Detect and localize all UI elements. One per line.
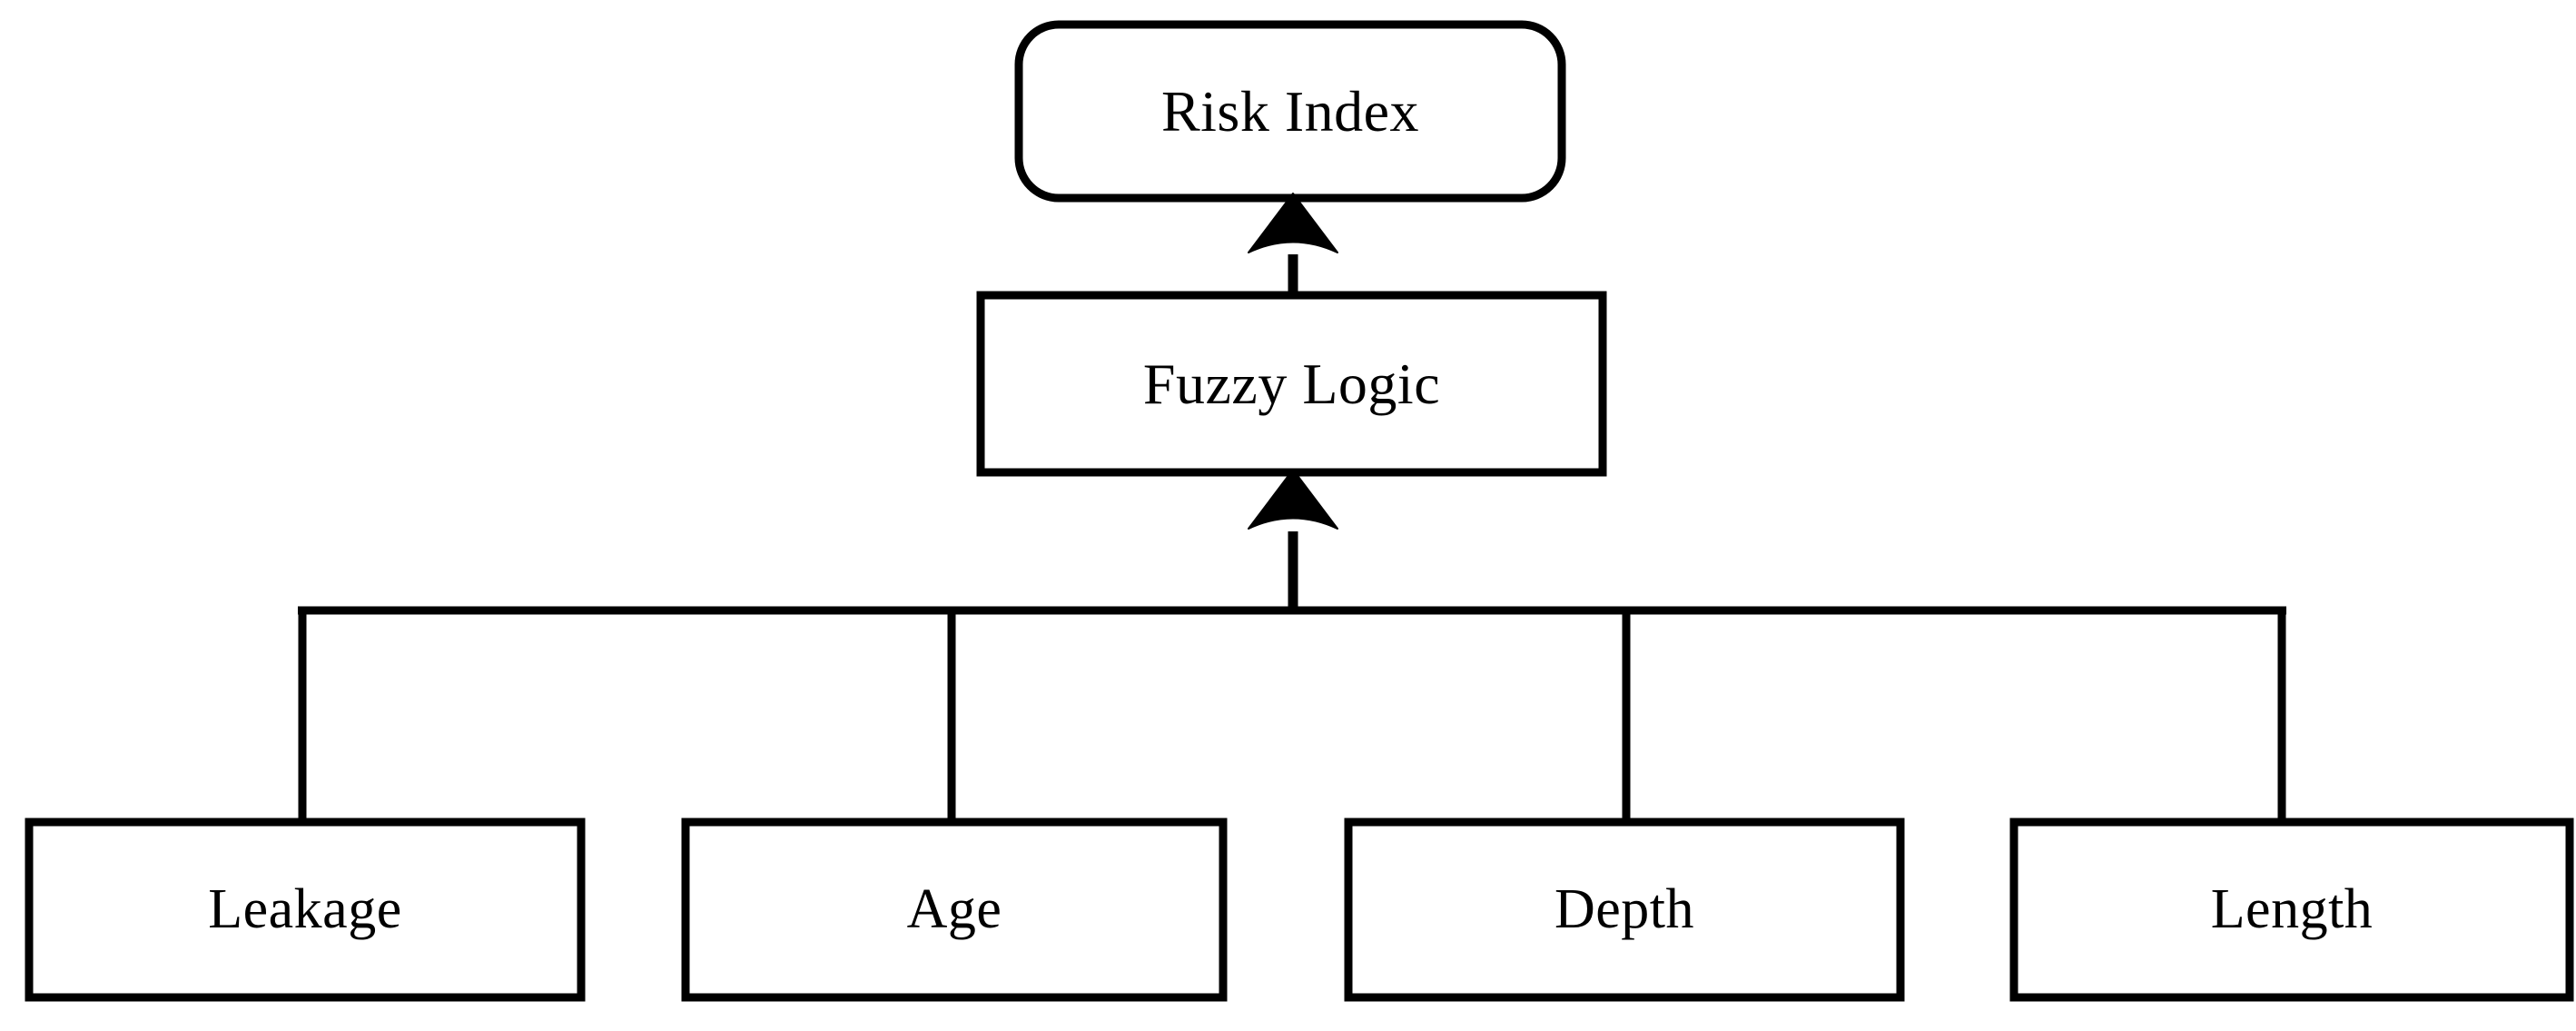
node-label-length: Length (2210, 878, 2374, 940)
node-label-leakage: Leakage (208, 878, 402, 940)
node-label-risk-index: Risk Index (1160, 78, 1420, 144)
node-label-fuzzy-logic: Fuzzy Logic (1142, 351, 1441, 416)
arrowhead-to-risk-index (1248, 193, 1338, 253)
node-label-depth: Depth (1554, 878, 1695, 940)
fuzzy-logic-shape[interactable] (976, 291, 1607, 477)
node-label-age: Age (906, 878, 1002, 940)
age-shape[interactable] (681, 818, 1228, 1002)
length-shape[interactable] (2009, 818, 2574, 1002)
arrowhead-to-fuzzy-logic (1248, 469, 1338, 530)
depth-shape[interactable] (1344, 818, 1905, 1002)
